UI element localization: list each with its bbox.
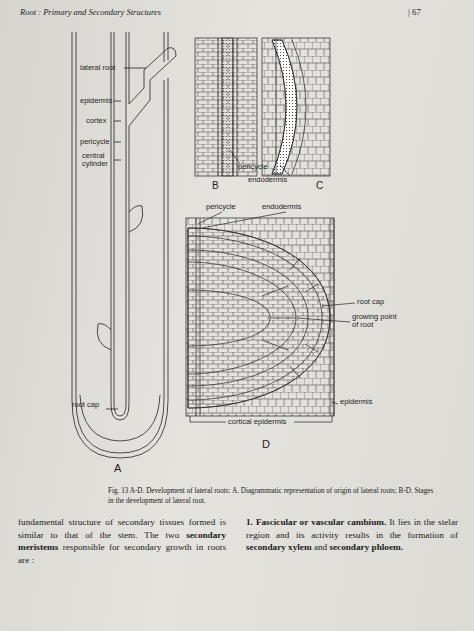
stage-c bbox=[262, 38, 330, 176]
body-text: secondary phloem. bbox=[329, 542, 403, 552]
part-label: central cylinder bbox=[82, 152, 112, 169]
part-label: pericycle bbox=[238, 163, 268, 171]
part-label: pericycle bbox=[206, 203, 236, 211]
figure-letter: B bbox=[212, 180, 219, 191]
part-label: root cap bbox=[357, 298, 384, 306]
part-label: epidermis bbox=[80, 97, 113, 105]
figure-letter: C bbox=[316, 180, 323, 191]
figure-letter: D bbox=[262, 438, 270, 450]
part-label: endodermis bbox=[262, 203, 301, 211]
body-text: and bbox=[314, 542, 330, 552]
figure-caption: Fig. 13 A-D. Development of lateral root… bbox=[108, 486, 438, 506]
part-label: cortex bbox=[86, 117, 106, 125]
part-label: endodermis bbox=[248, 176, 287, 184]
figure-letter: A bbox=[114, 462, 121, 474]
part-label: growing point of root bbox=[352, 313, 400, 330]
running-head: Root : Primary and Secondary Structures bbox=[20, 8, 161, 17]
part-label: root cap bbox=[72, 401, 99, 409]
part-label: epidermis bbox=[340, 398, 373, 406]
body-paragraph: 1. Fascicular or vascular cambium.It lie… bbox=[246, 516, 458, 554]
part-label: lateral root bbox=[80, 64, 115, 72]
page-number: | 67 bbox=[408, 8, 421, 18]
body-text: secondary xylem bbox=[246, 542, 314, 552]
part-label: pericycle bbox=[80, 138, 110, 146]
body-paragraph: fundamental structure of secondary tissu… bbox=[18, 516, 226, 566]
stage-d bbox=[186, 212, 355, 422]
part-label: cortical epidermis bbox=[228, 418, 286, 426]
body-text: 1. Fascicular or vascular cambium. bbox=[246, 517, 389, 527]
root-diagram-a bbox=[72, 32, 176, 458]
stage-b bbox=[195, 38, 257, 176]
